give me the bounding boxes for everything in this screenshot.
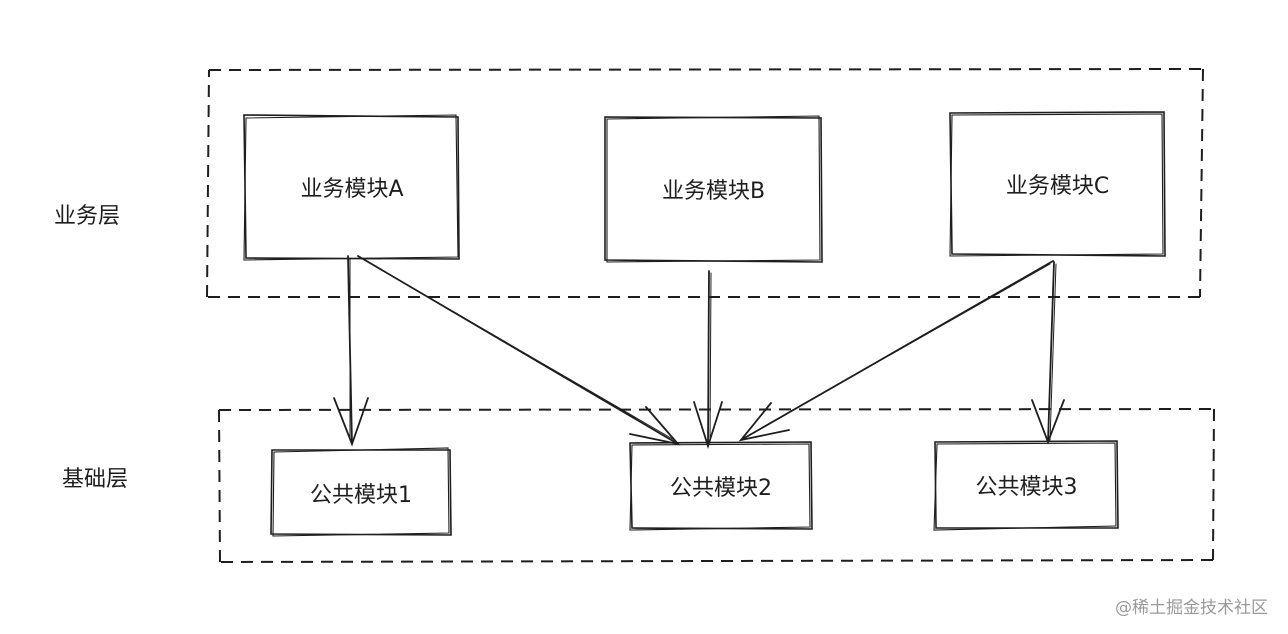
arrow-a-to-2 <box>357 255 681 446</box>
module-box-3 <box>933 440 1119 531</box>
business-module-b-label: 业务模块B <box>661 179 766 204</box>
arrow-a-to-1 <box>333 255 369 447</box>
common-module-3-label: 公共模块3 <box>975 475 1078 500</box>
module-box-b <box>604 115 823 263</box>
foundation-layer-container <box>218 408 1215 563</box>
watermark-text: @稀土掘金技术社区 <box>1115 598 1268 618</box>
arrow-c-to-3 <box>1031 261 1065 445</box>
business-module-c-label: 业务模块C <box>1005 174 1110 199</box>
module-box-c <box>949 111 1166 257</box>
module-box-2 <box>629 441 813 531</box>
arrow-b-to-2 <box>693 270 723 449</box>
foundation-layer-label: 基础层 <box>62 467 129 492</box>
common-module-1-label: 公共模块1 <box>310 482 412 508</box>
common-module-2-label: 公共模块2 <box>670 476 772 501</box>
business-module-a-label: 业务模块A <box>300 177 404 202</box>
business-layer-label: 业务层 <box>54 204 121 229</box>
business-layer-container <box>206 68 1204 298</box>
module-box-1 <box>270 447 452 537</box>
arrow-c-to-2 <box>738 260 1054 442</box>
module-box-a <box>243 114 460 261</box>
